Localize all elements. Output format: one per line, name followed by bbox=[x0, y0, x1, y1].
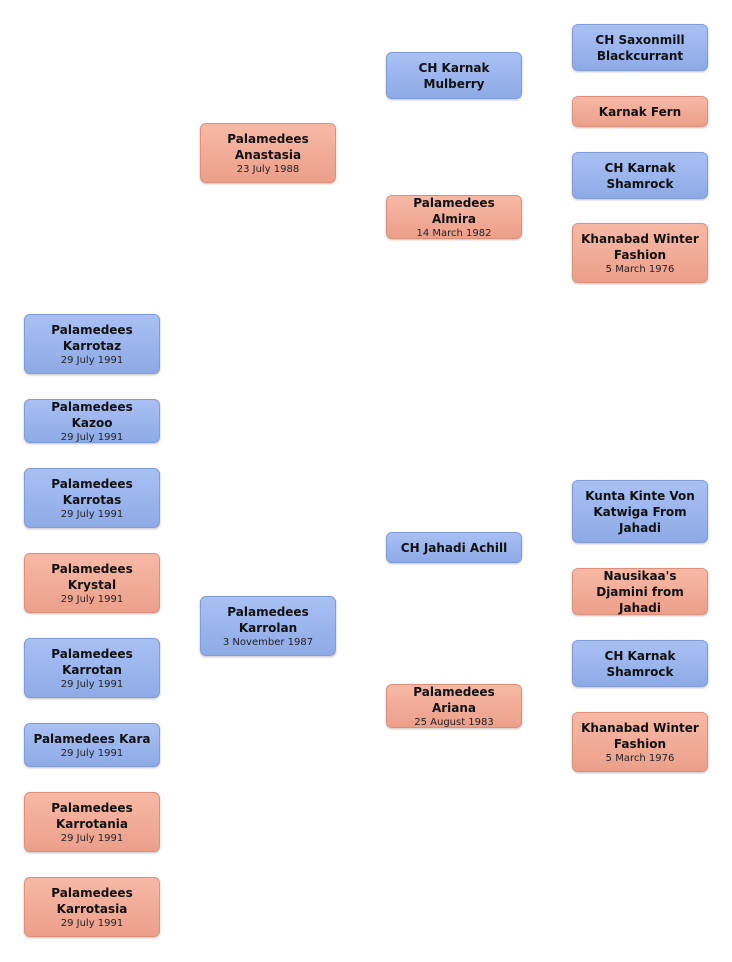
node-birth-date: 3 November 1987 bbox=[222, 636, 314, 648]
node-name: Palamedees Anastasia bbox=[227, 131, 309, 162]
node-name: CH Jahadi Achill bbox=[400, 540, 508, 555]
node-name: Palamedees Kara bbox=[33, 731, 151, 746]
node-name: CH Karnak Mulberry bbox=[418, 60, 490, 91]
node-name: CH Karnak Shamrock bbox=[604, 648, 676, 679]
node-birth-date: 29 July 1991 bbox=[60, 508, 124, 520]
node-birth-date: 29 July 1991 bbox=[60, 917, 124, 929]
node-name: Palamedees Karrotasia bbox=[51, 885, 133, 916]
node-name: Palamedees Karrotan bbox=[51, 646, 133, 677]
node-birth-date: 29 July 1991 bbox=[60, 832, 124, 844]
pedigree-node-shamrock2[interactable]: CH Karnak Shamrock bbox=[572, 640, 708, 687]
node-name: Palamedees Krystal bbox=[51, 561, 133, 592]
node-birth-date: 5 March 1976 bbox=[605, 752, 675, 764]
node-birth-date: 25 August 1983 bbox=[414, 716, 494, 728]
pedigree-node-nausikaa[interactable]: Nausikaa's Djamini from Jahadi bbox=[572, 568, 708, 615]
pedigree-node-shamrock1[interactable]: CH Karnak Shamrock bbox=[572, 152, 708, 199]
node-name: Palamedees Karrotania bbox=[51, 800, 133, 831]
node-name: Khanabad Winter Fashion bbox=[581, 231, 699, 262]
node-name: CH Saxonmill Blackcurrant bbox=[595, 32, 685, 63]
node-birth-date: 29 July 1991 bbox=[60, 747, 124, 759]
node-name: Palamedees Kazoo bbox=[51, 399, 133, 430]
node-name: Palamedees Ariana bbox=[413, 684, 495, 715]
node-birth-date: 5 March 1976 bbox=[605, 263, 675, 275]
pedigree-node-kunta[interactable]: Kunta Kinte Von Katwiga From Jahadi bbox=[572, 480, 708, 543]
node-birth-date: 29 July 1991 bbox=[60, 593, 124, 605]
node-birth-date: 23 July 1988 bbox=[236, 163, 300, 175]
node-name: Palamedees Karrotas bbox=[51, 476, 133, 507]
pedigree-node-achill[interactable]: CH Jahadi Achill bbox=[386, 532, 522, 563]
pedigree-node-fern[interactable]: Karnak Fern bbox=[572, 96, 708, 127]
pedigree-node-saxonmill[interactable]: CH Saxonmill Blackcurrant bbox=[572, 24, 708, 71]
node-name: Palamedees Karrotaz bbox=[51, 322, 133, 353]
node-name: Nausikaa's Djamini from Jahadi bbox=[596, 568, 684, 615]
node-birth-date: 14 March 1982 bbox=[416, 227, 492, 239]
node-name: Khanabad Winter Fashion bbox=[581, 720, 699, 751]
node-name: Palamedees Karrolan bbox=[227, 604, 309, 635]
node-name: Palamedees Almira bbox=[413, 195, 495, 226]
node-name: Kunta Kinte Von Katwiga From Jahadi bbox=[585, 488, 695, 535]
node-birth-date: 29 July 1991 bbox=[60, 678, 124, 690]
node-birth-date: 29 July 1991 bbox=[60, 431, 124, 443]
node-name: Karnak Fern bbox=[598, 104, 682, 119]
node-birth-date: 29 July 1991 bbox=[60, 354, 124, 366]
pedigree-node-mulberry[interactable]: CH Karnak Mulberry bbox=[386, 52, 522, 99]
node-name: CH Karnak Shamrock bbox=[604, 160, 676, 191]
